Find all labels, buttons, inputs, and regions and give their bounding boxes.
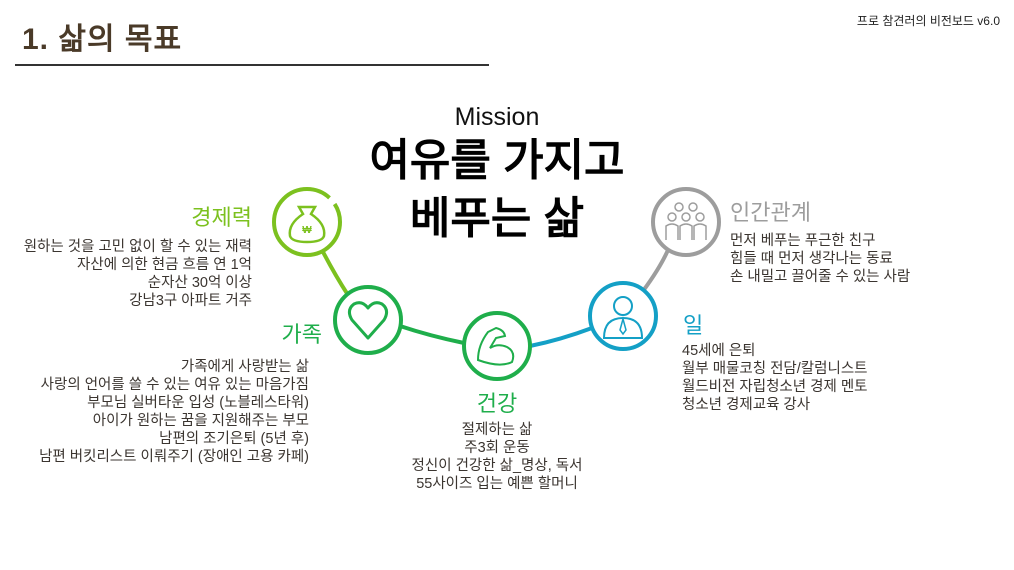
goal-label-family: 가족 bbox=[281, 322, 322, 347]
list-item: 가족에게 사랑받는 삶 bbox=[180, 359, 309, 375]
mission-label: Mission bbox=[454, 103, 540, 131]
businessman-icon bbox=[588, 281, 658, 351]
goal-list-economy: 원하는 것을 고민 없이 할 수 있는 재력 자산에 의한 현금 흐름 연 1억… bbox=[24, 238, 252, 310]
connector-economy-family bbox=[320, 249, 350, 297]
goal-label-health: 건강 bbox=[476, 391, 518, 416]
heart-icon bbox=[333, 285, 403, 355]
goal-list-family: 가족에게 사랑받는 삶 사랑의 언어를 쓸 수 있는 여유 있는 마음가짐 부모… bbox=[39, 358, 309, 466]
connector-health-work bbox=[529, 326, 593, 348]
list-item: 순자산 30억 이상 bbox=[147, 275, 252, 291]
money-bag-icon: ₩ bbox=[272, 187, 342, 257]
people-group-icon bbox=[651, 187, 721, 257]
title-divider bbox=[15, 64, 489, 66]
goal-list-relations: 먼저 베푸는 푸근한 친구 힘들 때 먼저 생각나는 동료 손 내밀고 끌어줄 … bbox=[730, 232, 910, 286]
list-item: 힘들 때 먼저 생각나는 동료 bbox=[730, 251, 893, 267]
list-item: 남편 버킷리스트 이뤄주기 (장애인 고용 카페) bbox=[39, 449, 309, 465]
muscle-arm-icon bbox=[462, 311, 532, 381]
page-title: 1. 삶의 목표 bbox=[22, 23, 183, 56]
list-item: 자산에 의한 현금 흐름 연 1억 bbox=[77, 257, 252, 273]
list-item: 월부 매물코칭 전담/칼럼니스트 bbox=[682, 361, 868, 377]
board-version-label: 프로 참견러의 비전보드 v6.0 bbox=[856, 14, 1000, 28]
list-item: 청소년 경제교육 강사 bbox=[682, 397, 811, 413]
mission-line-2: 베푸는 삶 bbox=[409, 194, 585, 243]
connector-family-health bbox=[399, 324, 465, 345]
list-item: 부모님 실버타운 입성 (노블레스타워) bbox=[87, 395, 309, 411]
list-item: 손 내밀고 끌어줄 수 있는 사람 bbox=[730, 269, 911, 285]
svg-text:₩: ₩ bbox=[302, 225, 312, 236]
goal-label-work: 일 bbox=[683, 313, 704, 338]
list-item: 정신이 건강한 삶_명상, 독서 bbox=[411, 458, 583, 474]
list-item: 사랑의 언어를 쓸 수 있는 여유 있는 마음가짐 bbox=[40, 377, 309, 393]
goal-list-work: 45세에 은퇴 월부 매물코칭 전담/칼럼니스트 월드비전 자립청소년 경제 멘… bbox=[682, 342, 868, 414]
list-item: 55사이즈 입는 예쁜 할머니 bbox=[416, 476, 578, 492]
goal-list-health: 절제하는 삶 주3회 운동 정신이 건강한 삶_명상, 독서 55사이즈 입는 … bbox=[377, 421, 617, 493]
list-item: 먼저 베푸는 푸근한 친구 bbox=[730, 233, 876, 249]
mission-line-1: 여유를 가지고 bbox=[369, 136, 625, 185]
mission-statement: 여유를 가지고 베푸는 삶 bbox=[0, 132, 994, 248]
connector-work-relations bbox=[641, 249, 670, 293]
goal-label-relations: 인간관계 bbox=[730, 200, 811, 225]
goal-label-economy: 경제력 bbox=[191, 205, 252, 230]
list-item: 월드비전 자립청소년 경제 멘토 bbox=[682, 379, 868, 395]
list-item: 강남3구 아파트 거주 bbox=[129, 293, 252, 309]
list-item: 절제하는 삶 bbox=[461, 422, 533, 438]
list-item: 원하는 것을 고민 없이 할 수 있는 재력 bbox=[23, 239, 252, 255]
list-item: 주3회 운동 bbox=[464, 440, 530, 456]
list-item: 45세에 은퇴 bbox=[682, 343, 756, 359]
list-item: 남편의 조기은퇴 (5년 후) bbox=[159, 431, 309, 447]
list-item: 아이가 원하는 꿈을 지원해주는 부모 bbox=[92, 413, 309, 429]
